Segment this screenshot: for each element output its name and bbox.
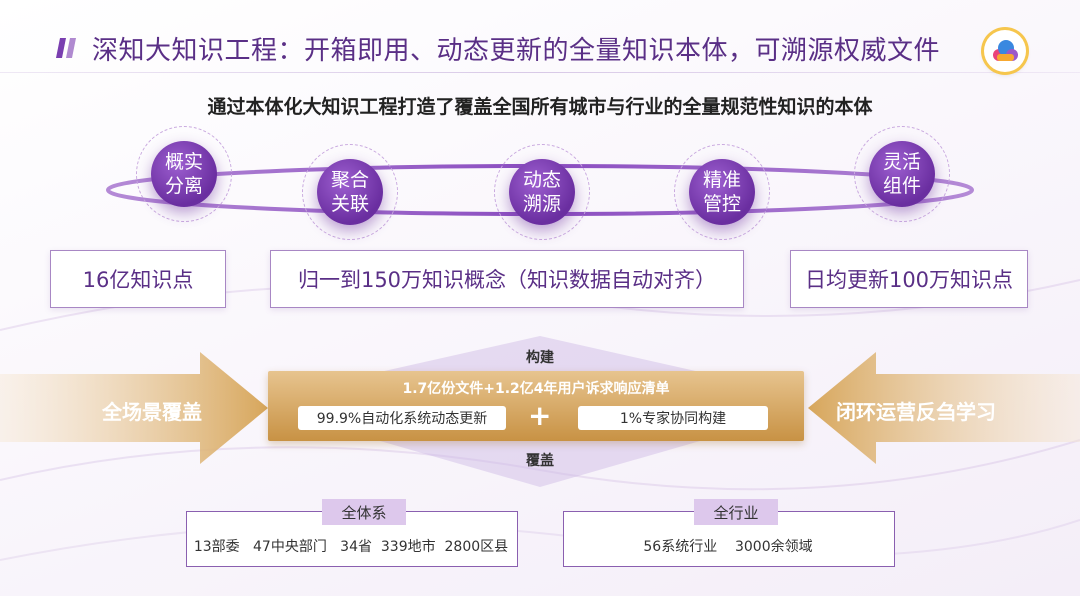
left-arrow-shape bbox=[0, 352, 268, 464]
page-title: 深知大知识工程：开箱即用、动态更新的全量知识本体，可溯源权威文件 bbox=[92, 36, 941, 66]
center-headline: 1.7亿份文件+1.2亿4年用户诉求响应清单 bbox=[402, 381, 670, 397]
left-arrow-label: 全场景覆盖 bbox=[102, 400, 202, 424]
coverage-industry-text: 56系统行业 3000余领域 bbox=[643, 539, 813, 555]
top-triangle bbox=[380, 336, 700, 372]
title-divider bbox=[0, 72, 1080, 73]
feature-label: 灵活 组件 bbox=[869, 141, 935, 207]
auto-update-pill: 99.9%自动化系统动态更新 bbox=[298, 406, 506, 430]
feature-label: 聚合 关联 bbox=[317, 159, 383, 225]
stat-knowledge-concepts: 归一到150万知识概念（知识数据自动对齐） bbox=[270, 250, 744, 308]
cloud-logo-icon bbox=[984, 30, 1026, 72]
stat-daily-updates: 日均更新100万知识点 bbox=[790, 250, 1028, 308]
feature-node: 概实 分离 bbox=[136, 126, 232, 222]
coverage-system-tag: 全体系 bbox=[322, 499, 406, 525]
build-label: 构建 bbox=[526, 350, 554, 366]
feature-label: 动态 溯源 bbox=[509, 159, 575, 225]
page-subtitle: 通过本体化大知识工程打造了覆盖全国所有城市与行业的全量规范性知识的本体 bbox=[207, 96, 873, 118]
feature-node: 精准 管控 bbox=[674, 144, 770, 240]
feature-node: 灵活 组件 bbox=[854, 126, 950, 222]
plus-icon: + bbox=[528, 399, 552, 432]
bottom-triangle bbox=[380, 441, 700, 487]
right-arrow-shape bbox=[808, 352, 1080, 464]
feature-node: 聚合 关联 bbox=[302, 144, 398, 240]
feature-label: 精准 管控 bbox=[689, 159, 755, 225]
cover-label: 覆盖 bbox=[526, 453, 554, 469]
coverage-system-text: 13部委 47中央部门 34省 339地市 2800区县 bbox=[193, 539, 509, 555]
right-arrow-label: 闭环运营反刍学习 bbox=[836, 400, 996, 424]
title-bars-icon bbox=[56, 38, 76, 58]
feature-label: 概实 分离 bbox=[151, 141, 217, 207]
coverage-industry-tag: 全行业 bbox=[694, 499, 778, 525]
stat-knowledge-points: 16亿知识点 bbox=[50, 250, 226, 308]
expert-pill: 1%专家协同构建 bbox=[578, 406, 768, 430]
feature-node: 动态 溯源 bbox=[494, 144, 590, 240]
